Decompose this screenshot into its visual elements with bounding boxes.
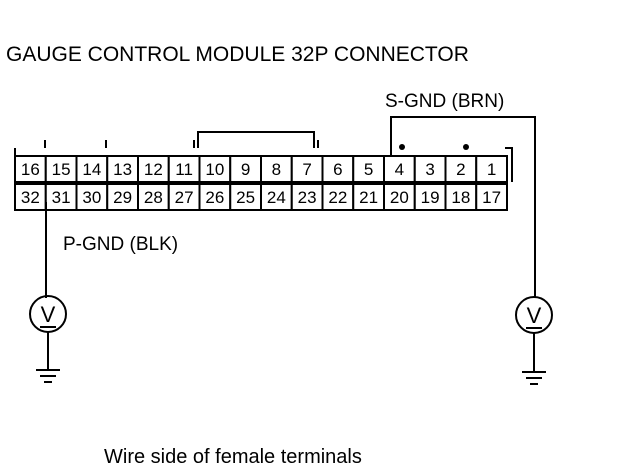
- pin-cell: [106, 155, 139, 183]
- pin-number-19: 19: [421, 188, 440, 207]
- voltmeter-symbol: V: [41, 302, 56, 327]
- pin-number-3: 3: [425, 160, 434, 179]
- pin-cell: [383, 183, 416, 211]
- voltmeter-icon: V: [29, 295, 67, 333]
- pin-dot: [399, 144, 405, 150]
- pin-cell: [198, 155, 232, 183]
- pin-number-30: 30: [82, 188, 101, 207]
- pin-number-27: 27: [175, 188, 194, 207]
- pin-cell: [198, 183, 232, 211]
- s-gnd-label: S-GND (BRN): [385, 91, 504, 112]
- pin-number-24: 24: [267, 188, 286, 207]
- bottom-pin-row: 32 31 30 29 28 27 26 25 24 23 22 21 20 19 18 17: [14, 183, 508, 211]
- pin-number-21: 21: [359, 188, 378, 207]
- pin-number-28: 28: [144, 188, 163, 207]
- pin-number-7: 7: [302, 160, 311, 179]
- pin-cell: [229, 155, 262, 183]
- pin-cell: [260, 155, 293, 183]
- pin-number-29: 29: [113, 188, 132, 207]
- pin-number-2: 2: [456, 160, 465, 179]
- pin-number-9: 9: [241, 160, 250, 179]
- pin-cell: [290, 155, 324, 183]
- pin-number-5: 5: [364, 160, 373, 179]
- pin-number-25: 25: [236, 188, 255, 207]
- pin-number-26: 26: [205, 188, 224, 207]
- p-gnd-label: P-GND (BLK): [63, 234, 178, 255]
- pin-number-18: 18: [451, 188, 470, 207]
- pin-cell: [75, 155, 109, 183]
- pin-number-13: 13: [113, 160, 132, 179]
- pin-number-14: 14: [82, 160, 101, 179]
- voltmeter-symbol: V: [527, 303, 542, 328]
- pin-number-8: 8: [272, 160, 281, 179]
- pin-number-20: 20: [390, 188, 409, 207]
- pin-cell: [167, 183, 201, 211]
- pin-cell: [290, 183, 324, 211]
- pin-cell: [260, 183, 293, 211]
- pin-cell: [137, 155, 170, 183]
- pin-number-4: 4: [395, 160, 404, 179]
- pin-cell: [352, 183, 385, 211]
- diagram-caption: Wire side of female terminals: [104, 446, 362, 468]
- s-gnd-wire: [390, 116, 536, 298]
- pin-cell: [475, 183, 508, 211]
- pin-number-32: 32: [21, 188, 40, 207]
- pin-number-17: 17: [482, 188, 501, 207]
- pin-number-16: 16: [21, 160, 40, 179]
- pin-cell: [321, 155, 355, 183]
- pin-number-31: 31: [52, 188, 71, 207]
- ground-icon: [522, 333, 546, 385]
- pin-number-1: 1: [487, 160, 496, 179]
- pin-number-12: 12: [144, 160, 163, 179]
- pin-dot: [463, 144, 469, 150]
- voltmeter-icon: V: [515, 296, 553, 334]
- pin-number-6: 6: [333, 160, 342, 179]
- pin-cell: [383, 155, 416, 183]
- connector-latch: [197, 131, 315, 148]
- pin-number-23: 23: [298, 188, 317, 207]
- pin-cell: [413, 183, 447, 211]
- top-pin-row: 16 15 14 13 12 11 10 9 8 7 6 5 4 3 2 1: [14, 155, 508, 183]
- pin-number-10: 10: [205, 160, 224, 179]
- connector-edge: [505, 147, 513, 182]
- ground-icon: [36, 332, 60, 383]
- diagram-title: GAUGE CONTROL MODULE 32P CONNECTOR: [6, 43, 469, 66]
- pin-number-11: 11: [175, 160, 193, 179]
- pin-cell: [352, 155, 385, 183]
- pin-cell: [475, 155, 508, 183]
- pin-number-22: 22: [328, 188, 347, 207]
- pin-number-15: 15: [52, 160, 71, 179]
